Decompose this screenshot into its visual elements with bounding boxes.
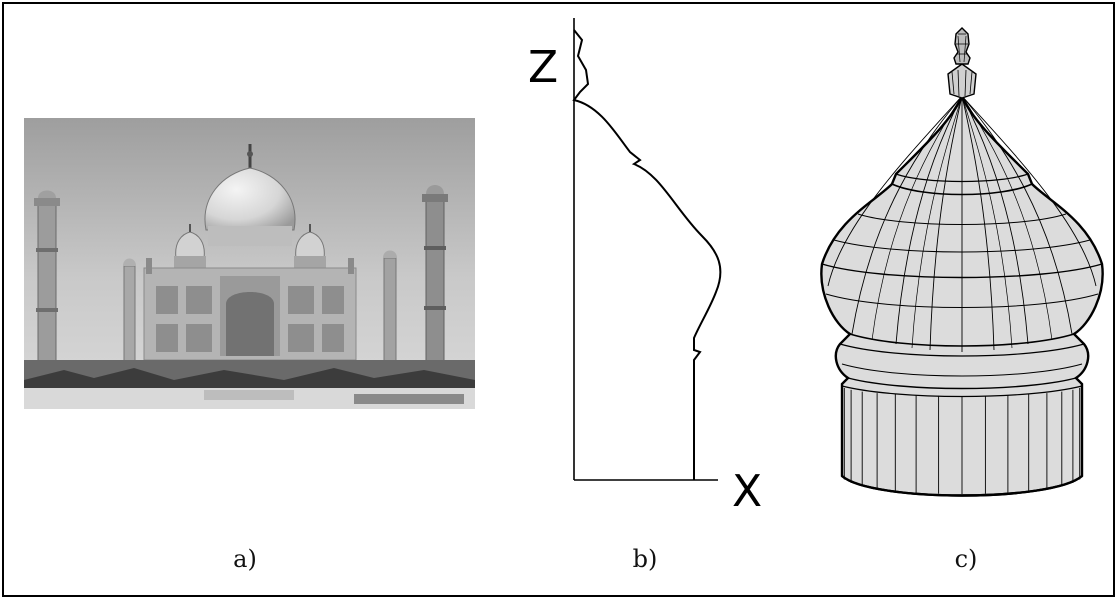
- main-dome: [204, 144, 296, 246]
- dome-profile-curve: [572, 18, 722, 481]
- caption-c: c): [954, 545, 978, 573]
- minarets: [34, 185, 448, 371]
- main-building: [143, 258, 357, 361]
- dome-3d-wireframe: [820, 27, 1104, 497]
- finial: [947, 27, 977, 99]
- caption-b: b): [632, 545, 658, 573]
- x-axis-label: X: [732, 466, 763, 517]
- taj-mahal-photo: [24, 118, 475, 409]
- dome-body: [820, 92, 1104, 497]
- profile-line: [572, 29, 722, 480]
- caption-a: a): [233, 545, 257, 573]
- z-axis-label: Z: [528, 42, 559, 93]
- foreground: [24, 360, 475, 409]
